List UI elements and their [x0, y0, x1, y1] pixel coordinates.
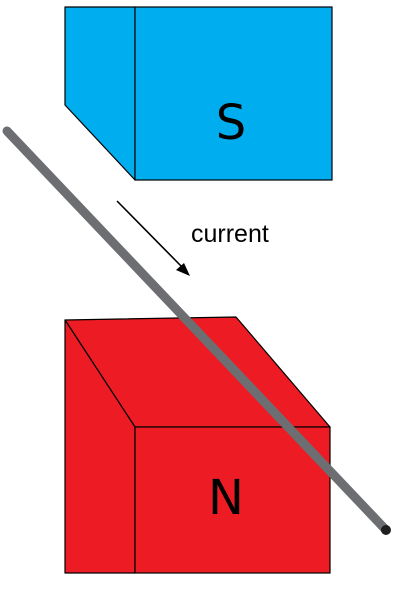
wire-rod — [2, 126, 391, 535]
current-arrow: current — [116, 200, 269, 276]
south-magnet-side-face — [64, 6, 136, 181]
north-pole-label: N — [208, 470, 244, 526]
north-magnet: N — [64, 316, 331, 574]
current-arrow-label: current — [191, 220, 269, 248]
south-pole-label: S — [216, 95, 246, 151]
current-arrow-head — [176, 263, 190, 276]
current-arrow-line — [116, 200, 184, 269]
south-magnet-front-face — [134, 6, 333, 181]
south-magnet: S — [64, 6, 333, 181]
north-magnet-front-face — [134, 426, 331, 574]
wire — [2, 126, 391, 535]
wire-end-cap — [381, 525, 391, 535]
